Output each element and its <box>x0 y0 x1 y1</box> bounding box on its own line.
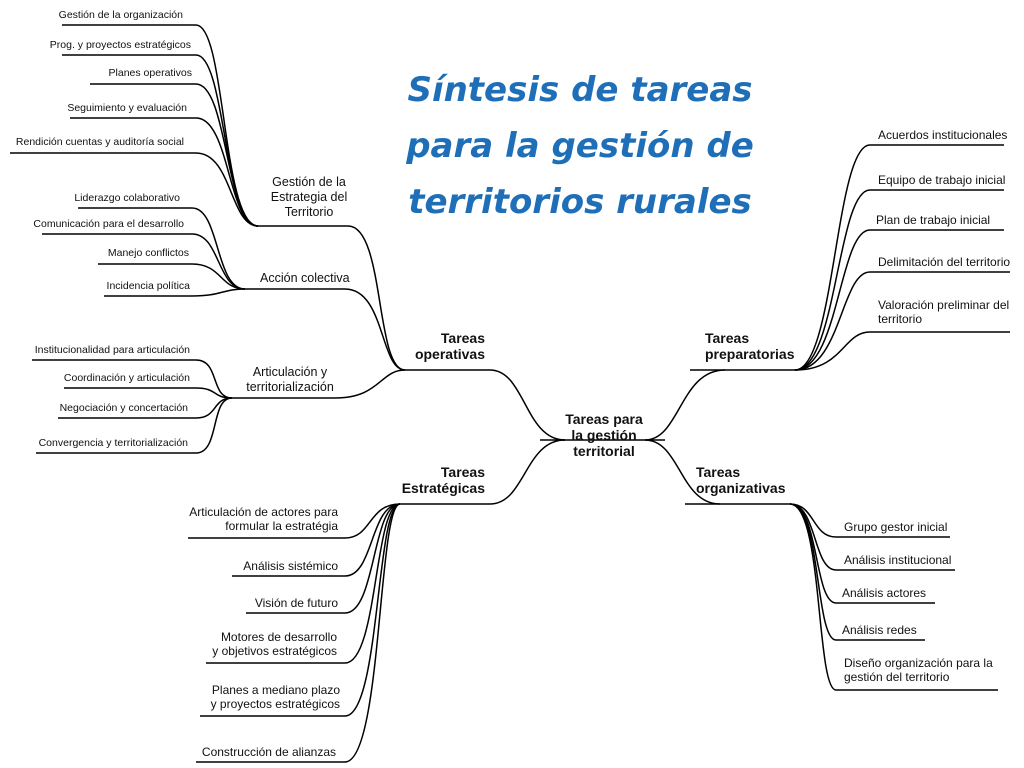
link-leaf <box>195 117 259 227</box>
leaf-analisis-actores: Análisis actores <box>842 586 927 600</box>
leaf-planes-operativos: Planes operativos <box>108 67 192 79</box>
link-root-preparatorias <box>644 369 726 441</box>
link-leaf <box>344 503 401 614</box>
link-leaf <box>789 503 837 691</box>
link-operativas-accion <box>344 288 406 371</box>
leaf-delimitacion-territorio: Delimitación del territorio <box>878 255 1011 269</box>
link-leaf <box>344 503 401 539</box>
leaf-vision-futuro: Visión de futuro <box>254 596 338 610</box>
link-leaf <box>195 152 259 227</box>
leaf-analisis-redes: Análisis redes <box>842 623 917 637</box>
subgroup-gestion-estrategia: Gestión de la Estrategia del Territorio <box>270 175 348 219</box>
link-operativas-gestion <box>347 225 406 371</box>
leaf-negociacion-concertacion: Negociación y concertación <box>59 402 188 414</box>
leaf-plan-trabajo: Plan de trabajo inicial <box>876 213 991 227</box>
leaf-seguimiento-evaluacion: Seguimiento y evaluación <box>67 102 187 114</box>
leaf-analisis-sistemico: Análisis sistémico <box>243 559 338 573</box>
link-leaf <box>789 503 837 641</box>
leaf-institucionalidad: Institucionalidad para articulación <box>34 344 190 356</box>
subgroup-accion-colectiva: Acción colectiva <box>260 271 350 285</box>
leaf-liderazgo-colaborativo: Liderazgo colaborativo <box>74 192 180 204</box>
leaf-manejo-conflictos: Manejo conflictos <box>107 247 189 259</box>
link-leaf <box>344 503 401 664</box>
leaf-diseno-organizacion: Diseño organización para la gestión del … <box>844 656 993 685</box>
subgroup-articulacion: Articulación y territorialización <box>246 365 334 394</box>
leaf-convergencia: Convergencia y territorialización <box>38 437 188 449</box>
link-leaf <box>191 233 246 290</box>
link-leaf <box>794 229 871 371</box>
link-root-operativas <box>489 369 566 441</box>
leaf-programas-proyectos: Prog. y proyectos estratégicos <box>49 39 191 51</box>
leaf-construccion-alianzas: Construcción de alianzas <box>201 745 336 759</box>
link-leaf <box>794 271 871 371</box>
link-leaf <box>195 24 259 227</box>
link-leaf <box>191 263 246 290</box>
leaf-valoracion-preliminar: Valoración preliminar del territorio <box>878 298 1010 327</box>
link-leaf <box>344 503 401 763</box>
leaf-acuerdos-institucionales: Acuerdos institucionales <box>878 128 1008 142</box>
link-leaf <box>191 288 246 297</box>
link-root-estrategicas <box>489 439 566 505</box>
link-leaf <box>344 503 401 717</box>
link-leaf <box>195 397 233 419</box>
link-operativas-articulacion <box>334 369 406 399</box>
leaf-rendicion-cuentas: Rendición cuentas y auditoría social <box>15 136 184 148</box>
leaf-comunicacion-desarrollo: Comunicación para el desarrollo <box>33 218 184 230</box>
branch-tareas-organizativas: Tareas organizativas <box>696 464 786 496</box>
branch-tareas-operativas: Tareas operativas <box>414 330 485 362</box>
branch-tareas-estrategicas: Tareas Estratégicas <box>401 464 485 496</box>
leaf-coordinacion-articulacion: Coordinación y articulación <box>63 372 190 384</box>
link-leaf <box>344 503 401 577</box>
leaf-grupo-gestor: Grupo gestor inicial <box>844 520 948 534</box>
leaf-incidencia-politica: Incidencia política <box>106 280 190 292</box>
link-root-organizativas <box>644 439 721 505</box>
link-leaf <box>794 189 871 371</box>
leaf-equipo-trabajo: Equipo de trabajo inicial <box>878 173 1006 187</box>
leaf-planes-mediano-plazo: Planes a mediano plazo y proyectos estra… <box>210 683 340 712</box>
leaf-motores-desarrollo: Motores de desarrollo y objetivos estrat… <box>212 630 337 659</box>
leaf-articulacion-actores: Articulación de actores para formular la… <box>189 505 338 534</box>
link-leaf <box>794 331 871 371</box>
link-leaf <box>191 207 246 290</box>
link-leaf <box>794 144 871 371</box>
leaf-gestion-organizacion: Gestión de la organización <box>58 9 183 21</box>
root-node: Tareas para la gestión territorial <box>565 411 643 459</box>
leaf-analisis-institucional: Análisis institucional <box>844 553 952 567</box>
link-leaf <box>195 397 233 454</box>
page-title: Síntesis de tareas para la gestión de te… <box>406 70 754 222</box>
branch-tareas-preparatorias: Tareas preparatorias <box>705 330 795 362</box>
